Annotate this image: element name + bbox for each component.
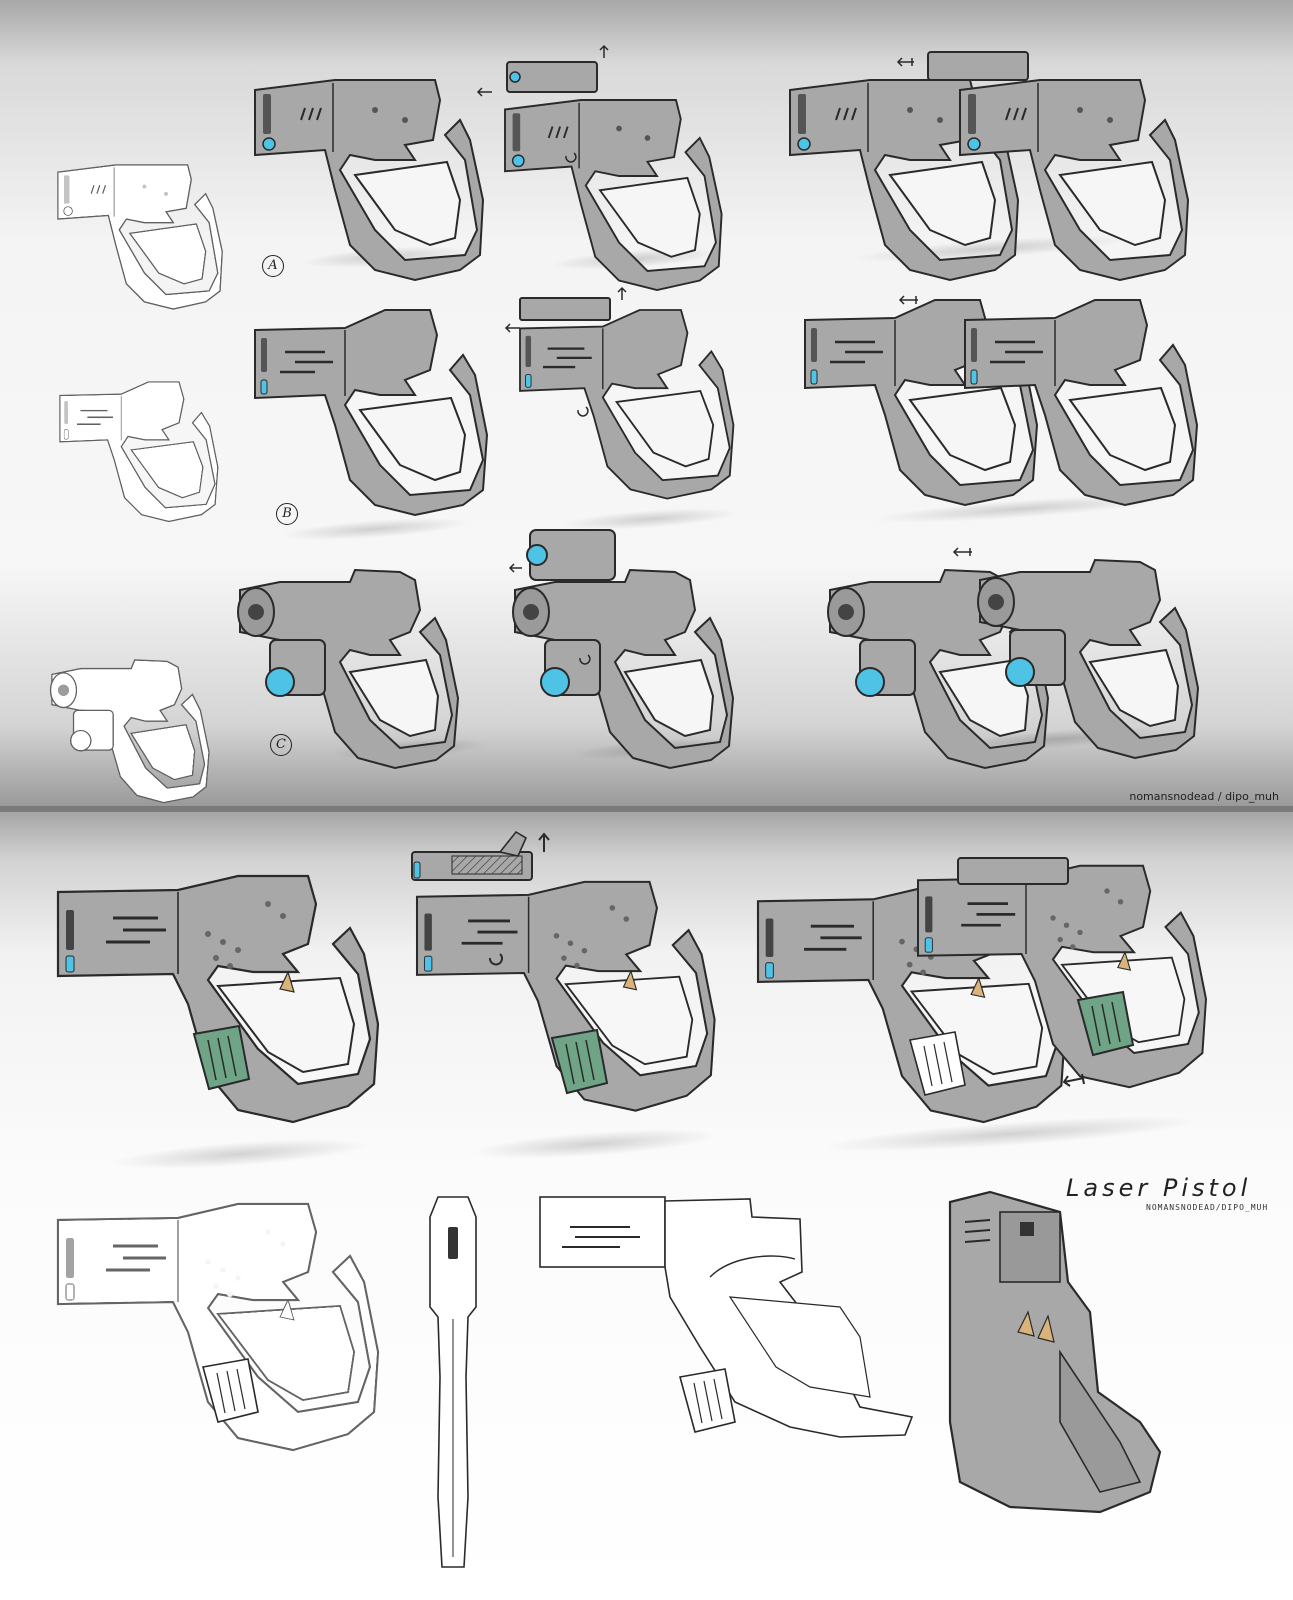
pistol-b-exploded-render [518,297,735,500]
row-label-c: C [270,734,292,756]
sketch-a-thumbnail [57,164,223,310]
pistol-c-combined-render [827,559,1199,769]
laser-pistol-render [56,874,380,1124]
arrow-icon [538,832,1085,1087]
pistol-a-exploded-render [504,61,723,291]
laser-pistol-line-drawing-open [539,1196,914,1438]
pistol-a-combined-render [789,51,1189,281]
bottom-illustrations [56,830,1208,1568]
top-illustrations [49,44,1199,804]
laser-pistol-line-drawing-top [429,1196,477,1568]
arrow-icon [476,44,972,573]
laser-pistol-combined-render [756,857,1208,1124]
pistol-b-combined-render [803,298,1199,507]
laser-pistol-exploded-render [411,830,716,1113]
sketch-c-thumbnail [49,659,210,804]
pistol-a-render [254,79,484,281]
row-label-b: B [276,503,298,525]
bottom-final-panel: Laser Pistol NOMANSNODEAD/DIPO_MUH [0,812,1293,1600]
top-concept-panel: A B C [0,0,1293,806]
sketch-b-thumbnail [59,381,219,523]
pistol-c-render [237,569,459,769]
laser-pistol-line-drawing-side [56,1202,380,1452]
page-title: Laser Pistol [1066,1174,1252,1202]
laser-pistol-closeup-render [948,1190,1162,1514]
artist-credit: nomansnodead / dipo_muh [1129,790,1279,803]
rotate-icon [489,953,503,966]
pistol-c-exploded-render [512,529,734,769]
page-subtitle: NOMANSNODEAD/DIPO_MUH [1146,1203,1269,1212]
pistol-b-render [253,308,489,517]
row-label-a: A [262,255,284,277]
panel-divider [0,806,1293,812]
rotate-icon [565,152,591,665]
